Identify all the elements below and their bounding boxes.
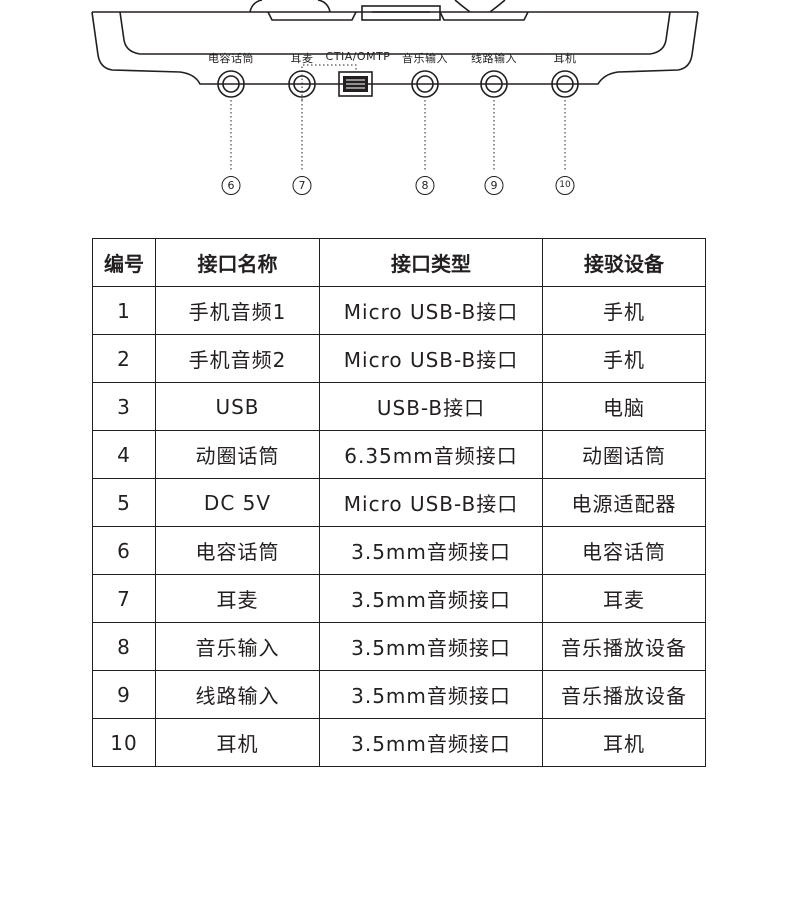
port-label-ctia-omtp: CTIA/OMTP bbox=[325, 50, 391, 63]
cell-connected-device: 动圈话筒 bbox=[542, 430, 706, 479]
cell-port-type: 3.5mm音频接口 bbox=[319, 526, 543, 575]
header-number: 编号 bbox=[92, 238, 156, 287]
header-connected-device: 接驳设备 bbox=[542, 238, 706, 287]
port-label-headphone: 耳机 bbox=[553, 52, 577, 65]
header-port-type: 接口类型 bbox=[319, 238, 543, 287]
port-label-condenser-mic: 电容话筒 bbox=[208, 52, 254, 65]
port-number-7: 7 bbox=[292, 176, 312, 195]
cell-port-name: USB bbox=[155, 382, 320, 431]
cell-port-name: 电容话筒 bbox=[155, 526, 320, 575]
cell-number: 7 bbox=[92, 574, 156, 623]
cell-connected-device: 电容话筒 bbox=[542, 526, 706, 575]
cell-port-type: Micro USB-B接口 bbox=[319, 478, 543, 527]
cell-port-name: DC 5V bbox=[155, 478, 320, 527]
cell-port-name: 动圈话筒 bbox=[155, 430, 320, 479]
cell-port-type: Micro USB-B接口 bbox=[319, 334, 543, 383]
table-header-row: 编号 接口名称 接口类型 接驳设备 bbox=[92, 238, 706, 287]
cell-connected-device: 手机 bbox=[542, 334, 706, 383]
cell-connected-device: 耳麦 bbox=[542, 574, 706, 623]
cell-port-type: 3.5mm音频接口 bbox=[319, 718, 543, 767]
cell-port-type: 3.5mm音频接口 bbox=[319, 574, 543, 623]
cell-port-type: 6.35mm音频接口 bbox=[319, 430, 543, 479]
cell-port-type: Micro USB-B接口 bbox=[319, 286, 543, 335]
cell-number: 9 bbox=[92, 670, 156, 719]
cell-port-type: 3.5mm音频接口 bbox=[319, 622, 543, 671]
device-outline bbox=[91, 0, 699, 172]
device-diagram: 电容话筒 耳麦 CTIA/OMTP 音乐输入 线路输入 耳机 6 7 8 9 1… bbox=[0, 0, 790, 215]
cell-connected-device: 电源适配器 bbox=[542, 478, 706, 527]
cell-port-name: 线路输入 bbox=[155, 670, 320, 719]
header-port-name: 接口名称 bbox=[155, 238, 320, 287]
cell-connected-device: 电脑 bbox=[542, 382, 706, 431]
cell-number: 3 bbox=[92, 382, 156, 431]
cell-number: 8 bbox=[92, 622, 156, 671]
cell-port-name: 手机音频1 bbox=[155, 286, 320, 335]
cell-port-name: 耳麦 bbox=[155, 574, 320, 623]
cell-connected-device: 手机 bbox=[542, 286, 706, 335]
cell-number: 1 bbox=[92, 286, 156, 335]
cell-port-name: 手机音频2 bbox=[155, 334, 320, 383]
cell-number: 10 bbox=[92, 718, 156, 767]
port-label-headset: 耳麦 bbox=[290, 52, 314, 65]
port-number-8: 8 bbox=[415, 176, 435, 195]
cell-port-type: USB-B接口 bbox=[319, 382, 543, 431]
cell-port-name: 耳机 bbox=[155, 718, 320, 767]
cell-number: 2 bbox=[92, 334, 156, 383]
port-number-10: 10 bbox=[555, 176, 575, 195]
cell-connected-device: 音乐播放设备 bbox=[542, 622, 706, 671]
port-label-music-in: 音乐输入 bbox=[402, 52, 448, 65]
cell-port-name: 音乐输入 bbox=[155, 622, 320, 671]
port-number-9: 9 bbox=[484, 176, 504, 195]
port-label-line-in: 线路输入 bbox=[471, 52, 517, 65]
cell-port-type: 3.5mm音频接口 bbox=[319, 670, 543, 719]
ctia-omtp-switch bbox=[338, 71, 373, 97]
cell-connected-device: 音乐播放设备 bbox=[542, 670, 706, 719]
cell-number: 4 bbox=[92, 430, 156, 479]
cell-connected-device: 耳机 bbox=[542, 718, 706, 767]
cell-number: 6 bbox=[92, 526, 156, 575]
cell-number: 5 bbox=[92, 478, 156, 527]
port-number-6: 6 bbox=[221, 176, 241, 195]
